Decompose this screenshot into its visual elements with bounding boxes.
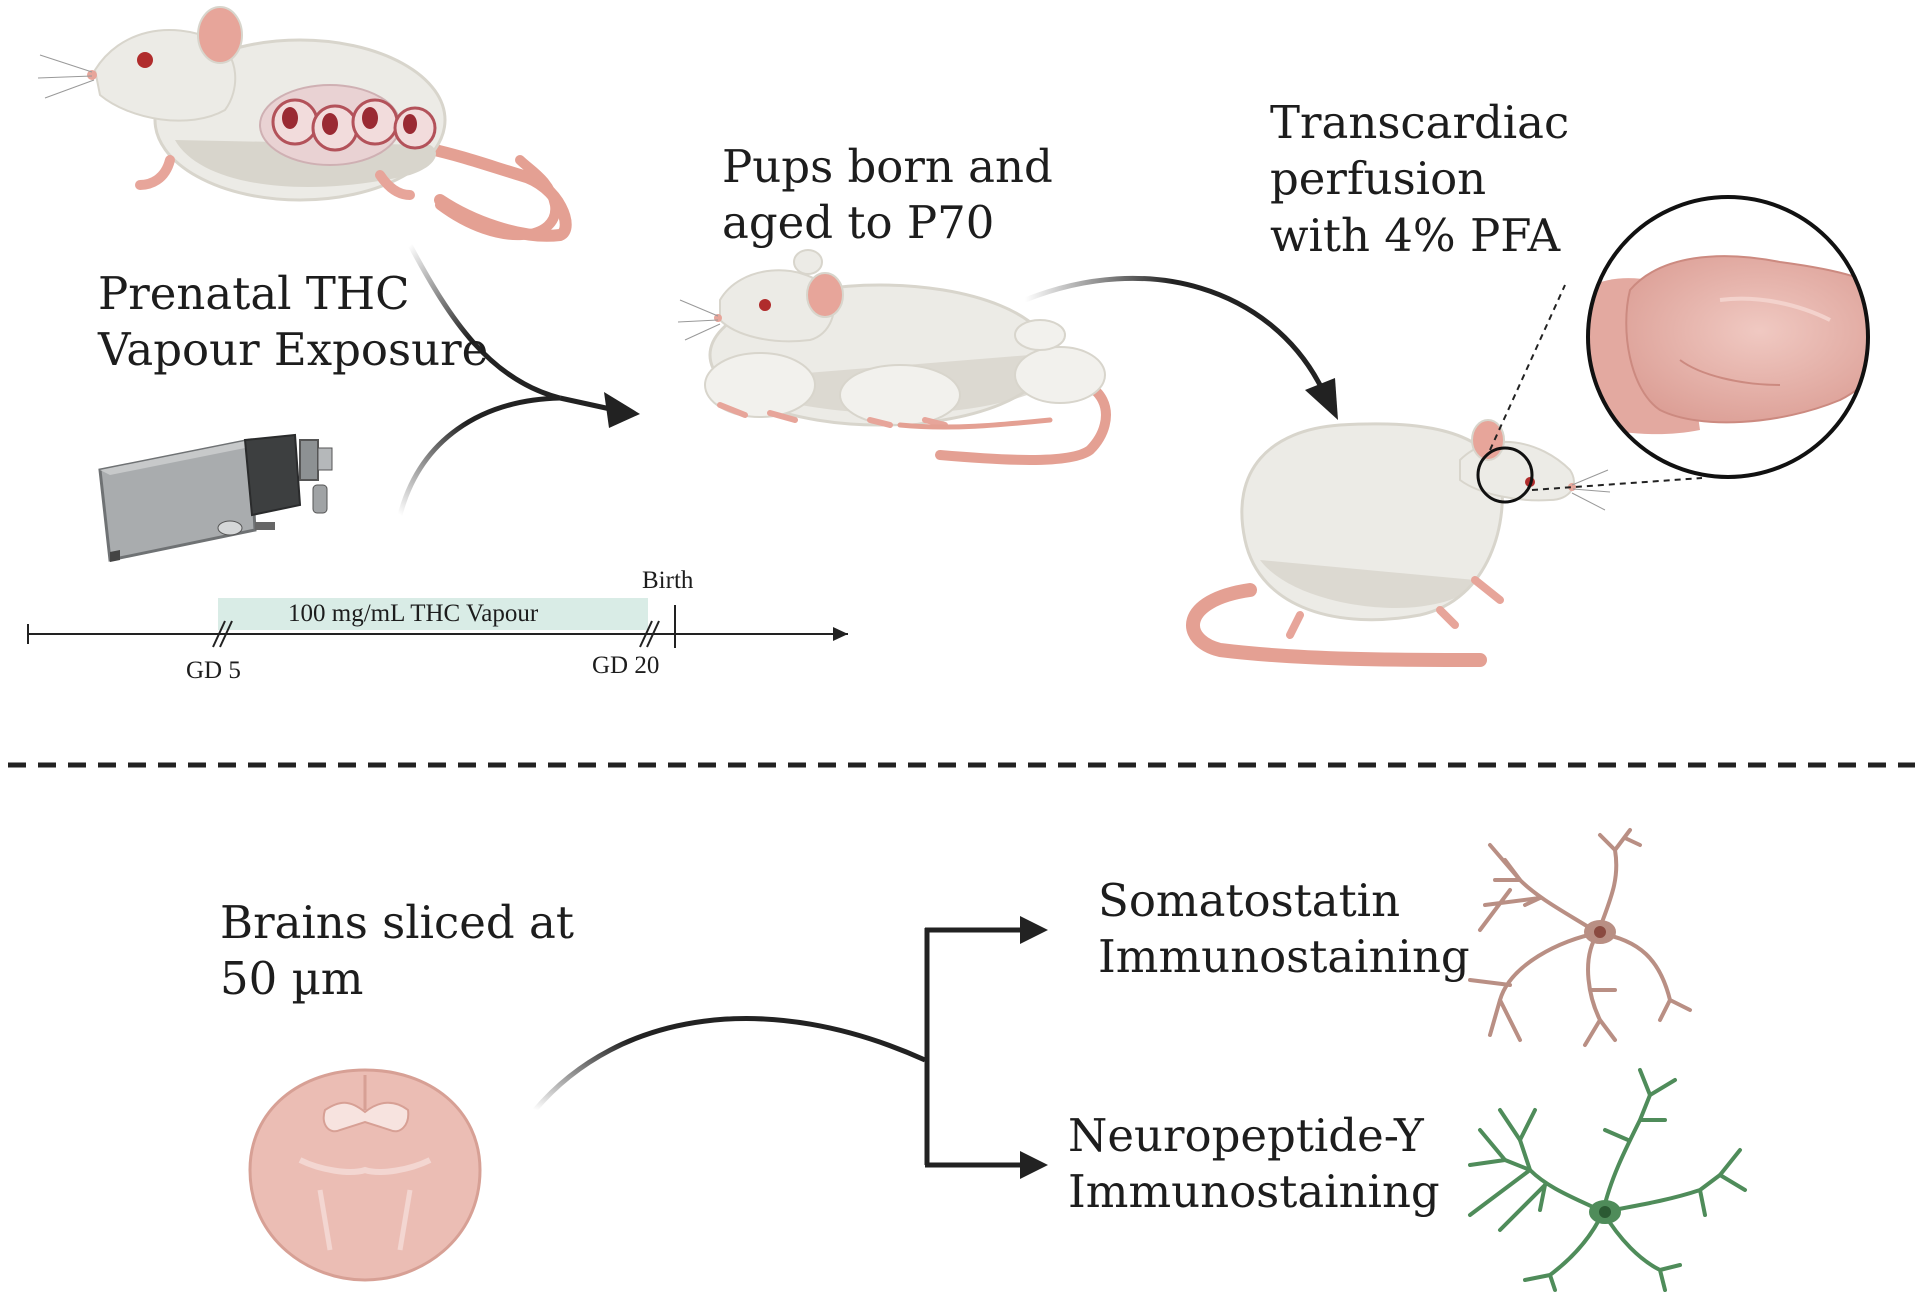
gd20-label: GD 20 bbox=[592, 652, 660, 679]
vapour-exposure-bar bbox=[218, 598, 648, 630]
merge-arrows bbox=[397, 243, 640, 516]
perfusion-label-line3: with 4% PFA bbox=[1270, 208, 1561, 262]
mother-with-pups-illustration bbox=[677, 249, 1111, 465]
pups-label: Pups born and aged to P70 bbox=[722, 139, 1053, 252]
slicing-label: Brains sliced at 50 µm bbox=[220, 895, 574, 1008]
exposure-label: Prenatal THC Vapour Exposure bbox=[98, 266, 488, 379]
pups-label-line2: aged to P70 bbox=[722, 196, 995, 250]
somatostatin-label-line1: Somatostatin bbox=[1098, 874, 1401, 927]
brain-location-circle bbox=[1476, 446, 1534, 504]
gd20-break-mark bbox=[639, 620, 653, 648]
slicing-label-line1: Brains sliced at bbox=[220, 896, 574, 949]
pups-label-line1: Pups born and bbox=[722, 140, 1053, 193]
arrowhead-to-somatostatin bbox=[1020, 916, 1048, 944]
perfusion-label-line2: perfusion bbox=[1270, 152, 1487, 206]
arrowhead-to-perfusion bbox=[1305, 378, 1338, 420]
somatostatin-label: Somatostatin Immunostaining bbox=[1098, 873, 1470, 986]
adult-rat-illustration bbox=[1186, 284, 1703, 667]
npy-label-line2: Immunostaining bbox=[1068, 1165, 1440, 1219]
vape-device-illustration bbox=[98, 433, 333, 562]
gestation-timeline bbox=[27, 598, 848, 648]
perfusion-label-line1: Transcardiac bbox=[1270, 96, 1570, 149]
branch-arrows bbox=[533, 916, 1048, 1179]
exposure-label-line2: Vapour Exposure bbox=[98, 323, 489, 377]
arrowhead-to-npy bbox=[1020, 1151, 1048, 1179]
somatostatin-neuron-illustration bbox=[1468, 828, 1692, 1047]
magnified-brain-inset bbox=[1586, 195, 1870, 479]
npy-neuron-illustration bbox=[1468, 1068, 1747, 1292]
vapour-bar-label: 100 mg/mL THC Vapour bbox=[288, 600, 539, 627]
gd5-label: GD 5 bbox=[186, 657, 241, 684]
slicing-label-line2: 50 µm bbox=[220, 952, 364, 1006]
npy-label: Neuropeptide-Y Immunostaining bbox=[1068, 1108, 1440, 1221]
perfusion-label: Transcardiac perfusion with 4% PFA bbox=[1270, 95, 1569, 264]
brain-slice-illustration bbox=[248, 1068, 482, 1282]
arrow-to-perfusion bbox=[1024, 275, 1338, 420]
birth-label: Birth bbox=[642, 567, 694, 594]
npy-label-line1: Neuropeptide-Y bbox=[1068, 1109, 1424, 1162]
gd5-break-mark bbox=[212, 620, 226, 648]
pregnant-rat-illustration bbox=[37, 6, 572, 242]
exposure-label-line1: Prenatal THC bbox=[98, 267, 410, 320]
arrowhead-to-pups bbox=[604, 392, 640, 428]
somatostatin-label-line2: Immunostaining bbox=[1098, 930, 1470, 984]
